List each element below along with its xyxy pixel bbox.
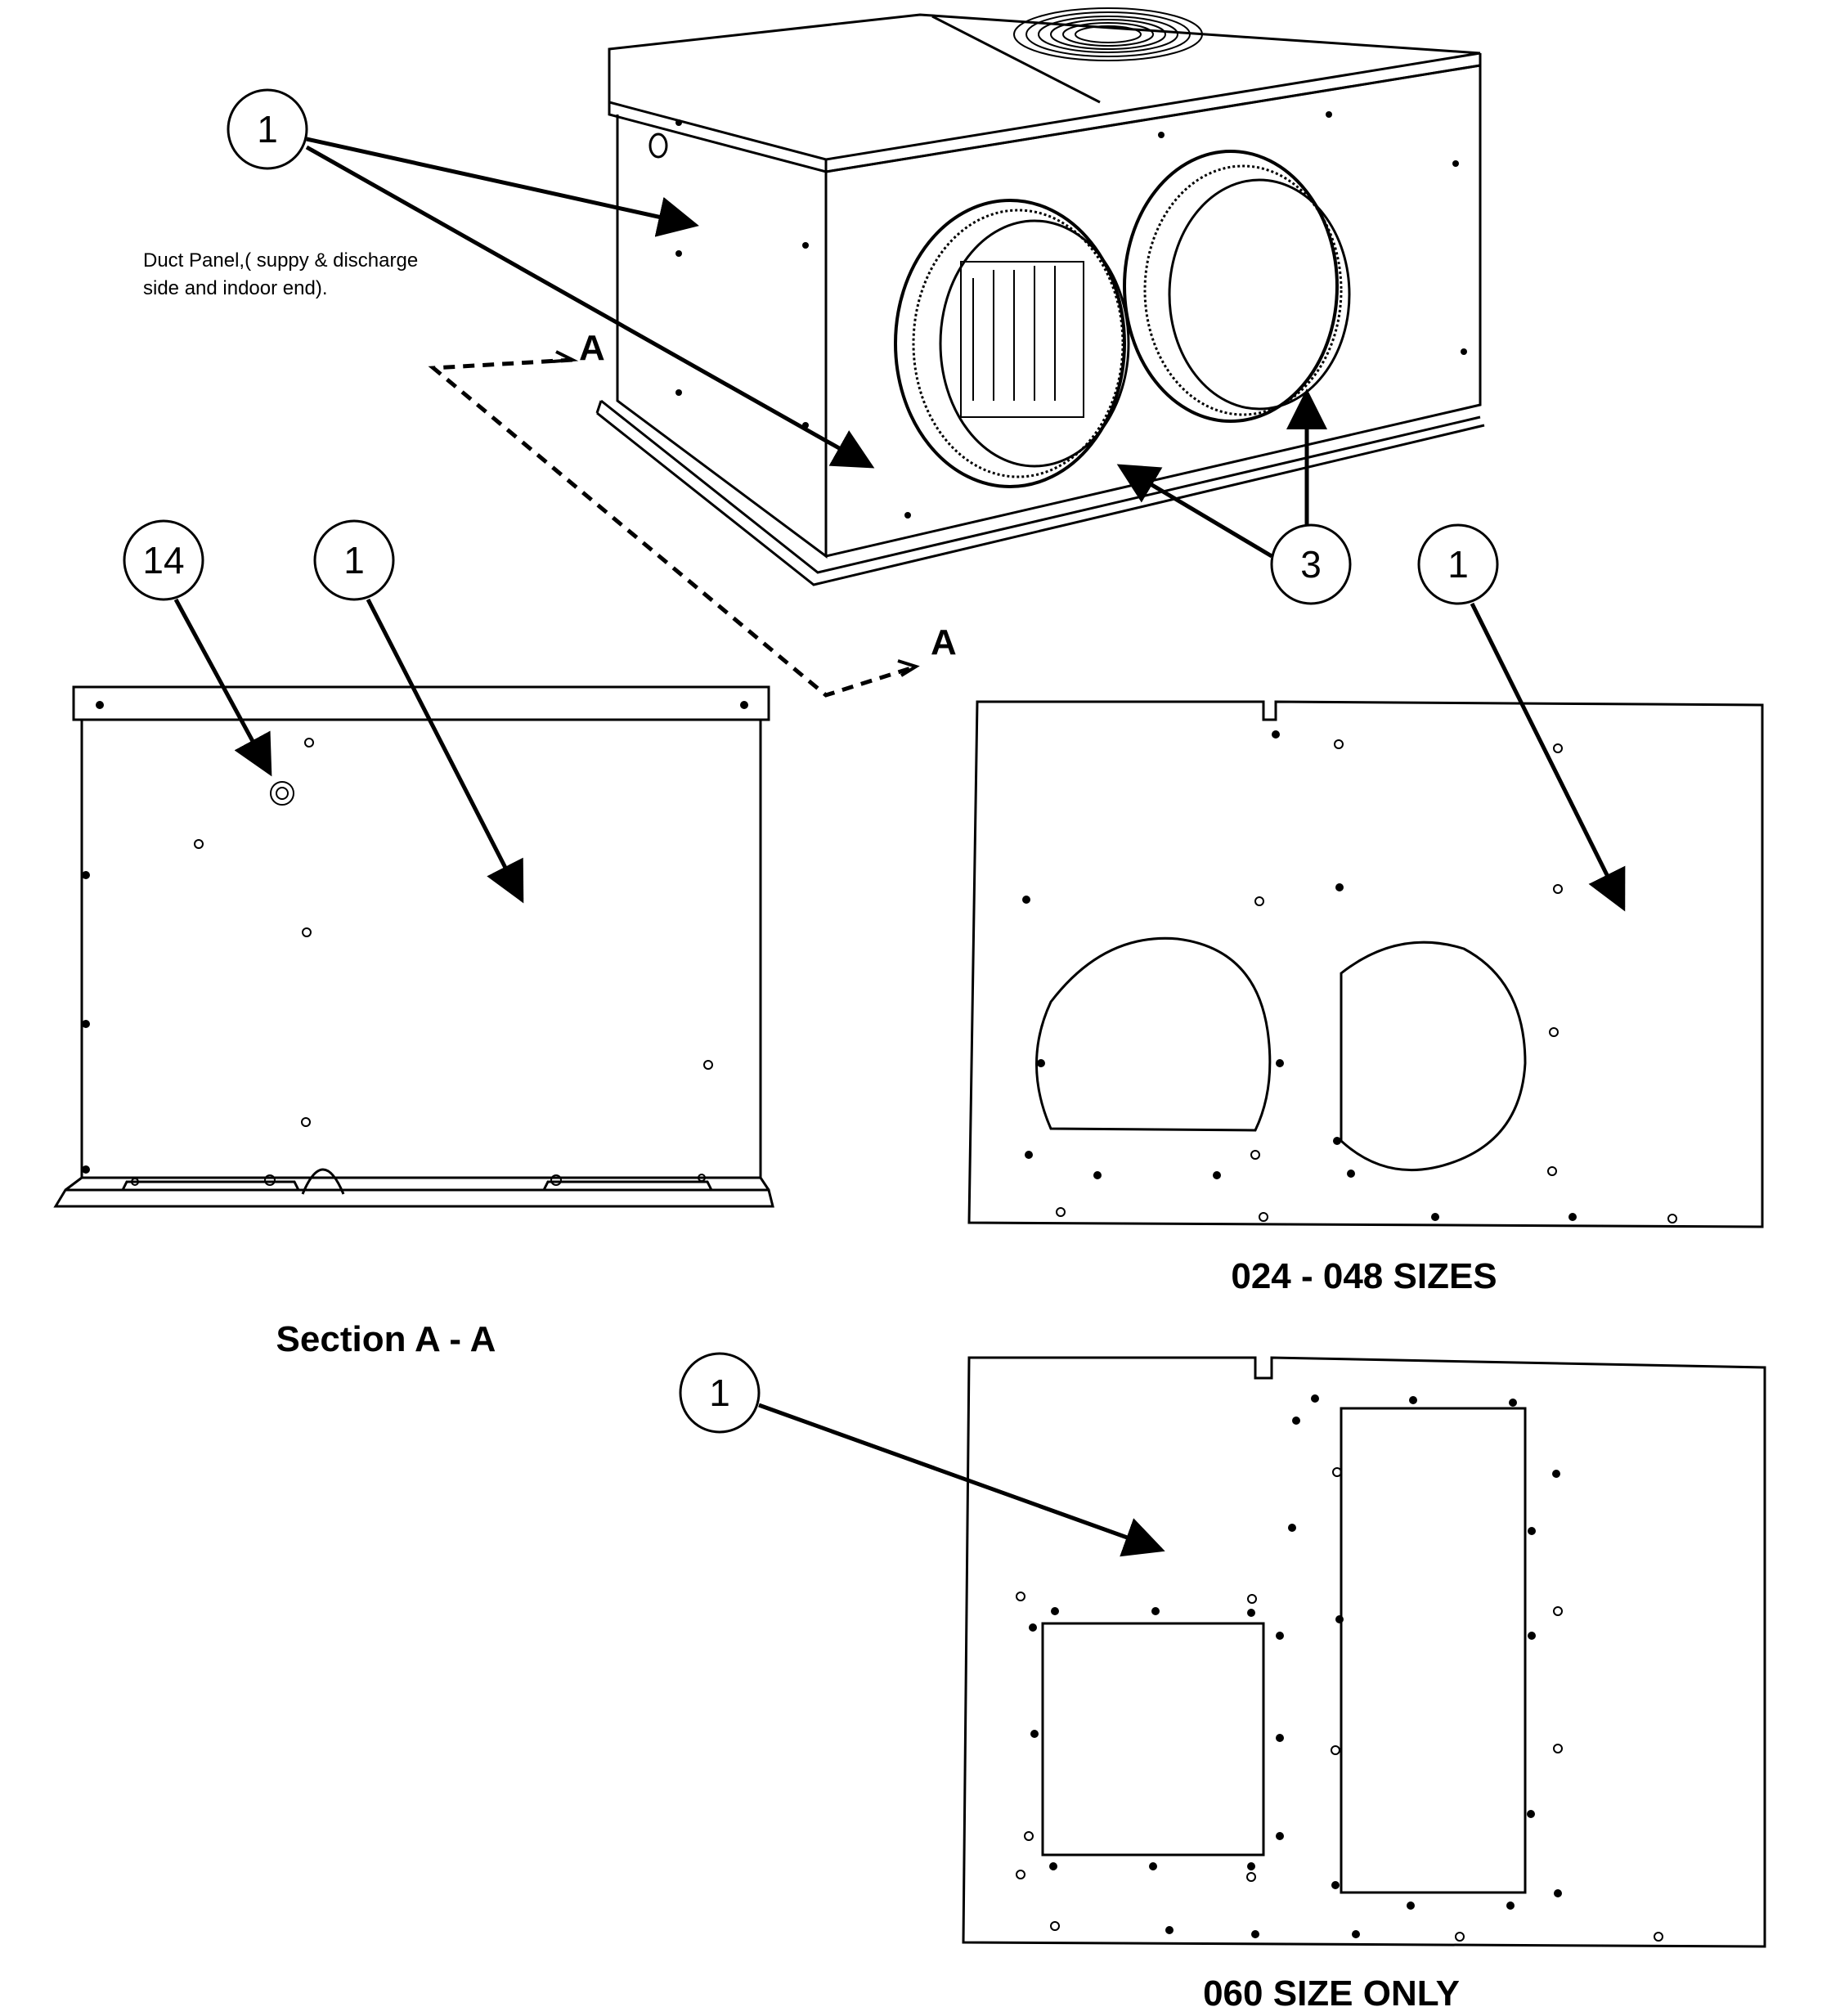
svg-text:1: 1	[257, 108, 278, 150]
section-marker-top: A	[579, 328, 605, 368]
duct-panel-note-line1: Duct Panel,( suppy & discharge	[143, 249, 418, 272]
svg-text:1: 1	[343, 539, 365, 581]
svg-text:14: 14	[142, 539, 184, 581]
callout-right-1: 1	[1417, 523, 1626, 912]
callout-section-14: 14	[123, 519, 272, 777]
section-marker-bottom: A	[931, 622, 957, 662]
svg-text:1: 1	[709, 1372, 730, 1414]
callout-bottom-1: 1	[679, 1352, 1165, 1557]
callout-top-left: 1	[227, 88, 875, 469]
callout-section-1: 1	[313, 519, 524, 904]
duct-ring-supply	[894, 199, 1130, 488]
section-a-a-caption: Section A - A	[276, 1319, 496, 1359]
section-a-a-panel	[53, 685, 774, 1208]
panel-060	[962, 1356, 1766, 1948]
caption-024-048: 024 - 048 SIZES	[1231, 1256, 1497, 1296]
duct-ring-return	[1123, 150, 1351, 423]
duct-panel-note-line2: side and indoor end).	[143, 277, 328, 299]
svg-text:3: 3	[1300, 543, 1322, 586]
caption-060: 060 SIZE ONLY	[1203, 1973, 1460, 2014]
section-cut-line: A A	[428, 328, 957, 698]
fan-grille	[1013, 7, 1203, 61]
callout-duct-ring-3: 3	[1116, 388, 1352, 605]
svg-text:1: 1	[1447, 543, 1469, 586]
panel-024-048	[967, 700, 1764, 1228]
unit-isometric-view	[595, 7, 1485, 586]
